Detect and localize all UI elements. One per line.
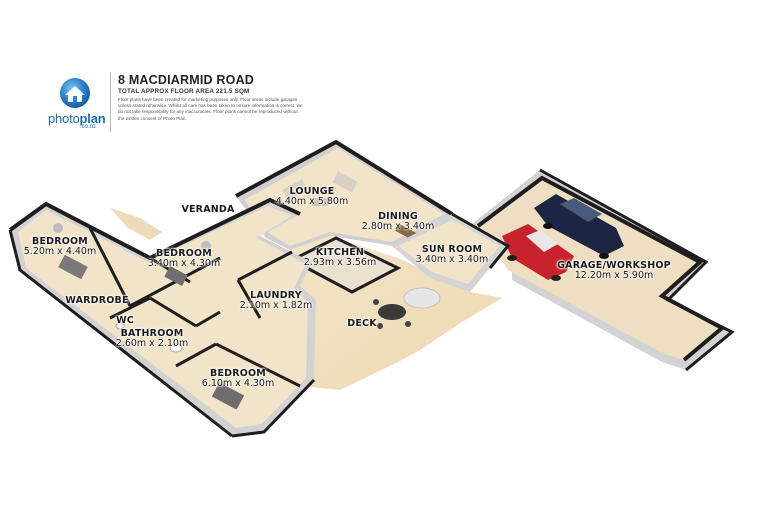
property-address: 8 MACDIARMID ROAD xyxy=(118,73,255,87)
room-dimensions: 2.60m x 2.10m xyxy=(115,338,189,349)
disclaimer-text: Floor plans have been created for market… xyxy=(118,97,303,121)
sunroom-block xyxy=(392,212,511,292)
room-name: BEDROOM xyxy=(210,368,266,379)
room-label-kitchen: KITCHEN 2.93m x 3.56m xyxy=(304,248,376,268)
room-dimensions: 2.80m x 3.40m xyxy=(361,221,435,232)
room-label-veranda: VERANDA xyxy=(181,205,234,215)
room-label-bedroom-1: BEDROOM 5.20m x 4.40m xyxy=(24,237,96,257)
room-name: LOUNGE xyxy=(289,186,335,197)
room-name: BEDROOM xyxy=(156,248,212,259)
room-name: DINING xyxy=(378,211,418,222)
room-dimensions: 4.40m x 5.80m xyxy=(275,196,349,207)
room-name: SUN ROOM xyxy=(421,244,483,255)
room-dimensions: 3.40m x 3.40m xyxy=(415,254,489,265)
deck-furniture xyxy=(373,287,441,329)
lounge-dining-block xyxy=(235,139,471,250)
room-name: BATHROOM xyxy=(120,328,184,339)
room-dimensions: 2.93m x 3.56m xyxy=(303,257,377,268)
room-label-wardrobe: WARDROBE xyxy=(65,296,128,306)
car-red-icon xyxy=(502,224,574,281)
left-wing-block xyxy=(8,197,316,438)
room-dimensions: 5.20m x 4.40m xyxy=(23,246,97,257)
room-label-sunroom: SUN ROOM 3.40m x 3.40m xyxy=(416,245,488,265)
brand-name-part2: plan xyxy=(79,111,106,126)
room-dimensions: 3.40m x 4.30m xyxy=(147,258,221,269)
room-dimensions: 2.10m x 1.82m xyxy=(239,300,313,311)
room-dimensions: 6.10m x 4.30m xyxy=(201,378,275,389)
room-dimensions: 12.20m x 5.90m xyxy=(574,270,654,281)
room-label-lounge: LOUNGE 4.40m x 5.80m xyxy=(276,187,348,207)
car-navy-icon xyxy=(534,194,624,259)
room-name: GARAGE/WORKSHOP xyxy=(557,260,671,271)
room-name: DECK xyxy=(347,318,377,329)
brand-name-part1: photo xyxy=(48,111,80,126)
room-label-laundry: LAUNDRY 2.10m x 1.82m xyxy=(240,291,312,311)
room-label-dining: DINING 2.80m x 3.40m xyxy=(362,212,434,232)
room-label-bedroom-2: BEDROOM 3.40m x 4.30m xyxy=(148,249,220,269)
room-label-wc: WC xyxy=(116,316,134,326)
kitchen-block xyxy=(291,236,402,294)
room-name: BEDROOM xyxy=(32,236,88,247)
brand-domain: .co.nz xyxy=(80,124,97,130)
room-name: WARDROBE xyxy=(65,295,129,306)
floor-area: TOTAL APPROX FLOOR AREA 221.5 SQM xyxy=(118,88,250,95)
room-label-bathroom: BATHROOM 2.60m x 2.10m xyxy=(116,329,188,349)
room-label-garage: GARAGE/WORKSHOP 12.20m x 5.90m xyxy=(557,261,671,281)
room-label-bedroom-3: BEDROOM 6.10m x 4.30m xyxy=(202,369,274,389)
brand-name: photoplan xyxy=(48,111,106,126)
room-name: LAUNDRY xyxy=(250,290,302,301)
room-label-deck: DECK xyxy=(347,319,377,329)
photoplan-logo xyxy=(46,76,110,134)
room-name: KITCHEN xyxy=(315,247,365,258)
room-name: VERANDA xyxy=(181,204,235,215)
house-globe-icon xyxy=(60,78,90,108)
veranda-floor xyxy=(110,208,162,240)
header-divider xyxy=(110,72,111,132)
room-name: WC xyxy=(116,315,134,326)
garage-block xyxy=(472,168,735,372)
